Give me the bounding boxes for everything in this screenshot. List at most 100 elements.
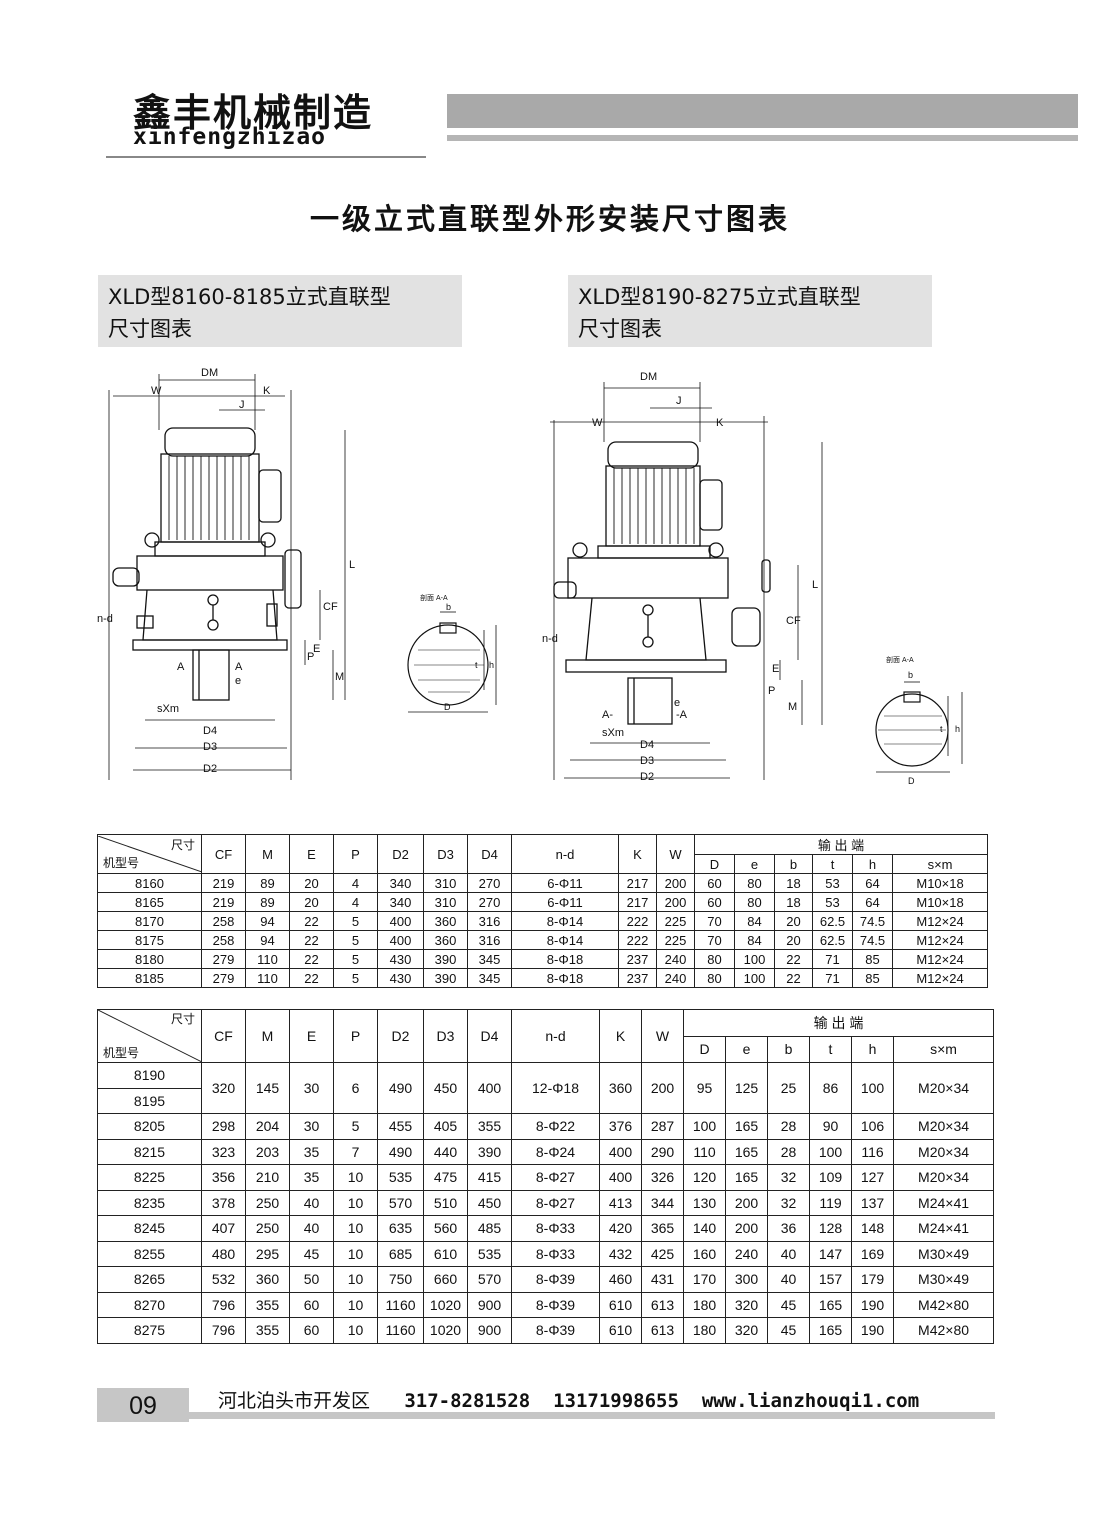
value-cell: 210 bbox=[245, 1164, 290, 1191]
value-cell: 106 bbox=[851, 1113, 894, 1140]
value-cell: 900 bbox=[467, 1317, 512, 1344]
section-mark-right: A bbox=[235, 661, 243, 673]
value-cell: 300 bbox=[725, 1266, 768, 1293]
value-cell: 180 bbox=[683, 1317, 726, 1344]
section-dim-h: h bbox=[489, 660, 494, 670]
section-mark-a-right: -A bbox=[676, 709, 688, 721]
value-cell: M20×34 bbox=[892, 1164, 995, 1191]
value-cell: 110 bbox=[245, 949, 290, 969]
value-cell: 270 bbox=[467, 873, 512, 893]
col-header: b bbox=[767, 1035, 810, 1063]
value-cell: 74.5 bbox=[852, 930, 893, 950]
col-header: e bbox=[725, 1035, 768, 1063]
value-cell: 40 bbox=[289, 1215, 334, 1242]
value-cell: M10×18 bbox=[891, 873, 989, 893]
value-cell: 8-Φ14 bbox=[511, 911, 619, 931]
value-cell: 326 bbox=[641, 1164, 684, 1191]
dim-label-sxm: sXm bbox=[157, 703, 179, 715]
dimension-table-8160-8185: 尺寸 机型号 CF M E P D2 D3 D4 n-d K W 输 出 端 D… bbox=[97, 834, 989, 988]
value-cell: 6-Φ11 bbox=[511, 873, 619, 893]
dim-label-dm-right: DM bbox=[640, 371, 657, 383]
caption-right: XLD型8190-8275立式直联型 尺寸图表 bbox=[568, 275, 932, 347]
col-header: D bbox=[694, 854, 735, 874]
value-cell: 60 bbox=[289, 1317, 334, 1344]
model-cell: 8190 bbox=[97, 1062, 202, 1089]
value-cell: 400 bbox=[599, 1138, 642, 1165]
value-cell: 125 bbox=[725, 1062, 768, 1114]
section-dim-t: t bbox=[475, 660, 478, 670]
col-header: t bbox=[812, 854, 853, 874]
value-cell: 400 bbox=[599, 1164, 642, 1191]
value-cell: 237 bbox=[618, 968, 657, 988]
value-cell: 219 bbox=[201, 892, 246, 912]
value-cell: 356 bbox=[201, 1164, 246, 1191]
value-cell: 5 bbox=[333, 968, 378, 988]
value-cell: 475 bbox=[423, 1164, 468, 1191]
output-group-header: 输 出 端 bbox=[693, 834, 989, 855]
value-cell: 165 bbox=[725, 1164, 768, 1191]
value-cell: 635 bbox=[377, 1215, 424, 1242]
value-cell: 25 bbox=[767, 1062, 810, 1114]
model-cell: 8275 bbox=[97, 1317, 202, 1344]
col-header: CF bbox=[201, 834, 246, 874]
value-cell: 80 bbox=[734, 873, 775, 893]
value-cell: 20 bbox=[774, 930, 813, 950]
dim-label-d4: D4 bbox=[203, 725, 217, 737]
footer-address: 河北泊头市开发区 bbox=[218, 1390, 371, 1412]
value-cell: 165 bbox=[725, 1138, 768, 1165]
col-header: E bbox=[289, 834, 334, 874]
value-cell: M42×80 bbox=[892, 1291, 995, 1318]
value-cell: 415 bbox=[467, 1164, 512, 1191]
value-cell: 490 bbox=[377, 1138, 424, 1165]
value-cell: 8-Φ18 bbox=[511, 949, 619, 969]
col-header: D2 bbox=[377, 1009, 424, 1063]
value-cell: 148 bbox=[851, 1215, 894, 1242]
value-cell: 344 bbox=[641, 1189, 684, 1216]
value-cell: 8-Φ39 bbox=[511, 1291, 600, 1318]
value-cell: 316 bbox=[467, 911, 512, 931]
value-cell: 8-Φ33 bbox=[511, 1240, 600, 1267]
caption-left-line1: XLD型8160-8185立式直联型 bbox=[108, 285, 391, 309]
footer-website[interactable]: www.lianzhouqi1.com bbox=[701, 1390, 920, 1412]
value-cell: 200 bbox=[725, 1215, 768, 1242]
value-cell: 8-Φ22 bbox=[511, 1113, 600, 1140]
value-cell: 22 bbox=[774, 968, 813, 988]
model-cell: 8185 bbox=[97, 968, 202, 988]
value-cell: 287 bbox=[641, 1113, 684, 1140]
value-cell: 137 bbox=[851, 1189, 894, 1216]
value-cell: 460 bbox=[599, 1266, 642, 1293]
value-cell: 60 bbox=[694, 873, 735, 893]
value-cell: 8-Φ24 bbox=[511, 1138, 600, 1165]
value-cell: 250 bbox=[245, 1215, 290, 1242]
value-cell: 80 bbox=[694, 949, 735, 969]
caption-right-line2: 尺寸图表 bbox=[578, 317, 662, 341]
dim-label-p-right: P bbox=[768, 685, 775, 697]
value-cell: 225 bbox=[656, 930, 695, 950]
dim-label-nd-right: n-d bbox=[542, 633, 558, 645]
value-cell: 116 bbox=[851, 1138, 894, 1165]
value-cell: 8-Φ14 bbox=[511, 930, 619, 950]
table-row: 8195 bbox=[97, 1087, 994, 1114]
col-header: n-d bbox=[511, 834, 619, 874]
value-cell: 660 bbox=[423, 1266, 468, 1293]
value-cell: 258 bbox=[201, 911, 246, 931]
value-cell: 490 bbox=[377, 1062, 424, 1114]
value-cell: 45 bbox=[767, 1291, 810, 1318]
model-cell: 8235 bbox=[97, 1189, 202, 1216]
corner-label-model: 机型号 bbox=[103, 856, 140, 870]
value-cell: 510 bbox=[423, 1189, 468, 1216]
value-cell: 120 bbox=[683, 1164, 726, 1191]
corner-label-size: 尺寸 bbox=[170, 1012, 195, 1026]
value-cell: 290 bbox=[641, 1138, 684, 1165]
dim-label-j: J bbox=[239, 399, 245, 411]
value-cell: 6 bbox=[333, 1062, 378, 1114]
dim-label-sxm-right: sXm bbox=[602, 727, 624, 739]
value-cell: 450 bbox=[467, 1189, 512, 1216]
footer-rule bbox=[189, 1412, 995, 1419]
value-cell: 8-Φ39 bbox=[511, 1317, 600, 1344]
